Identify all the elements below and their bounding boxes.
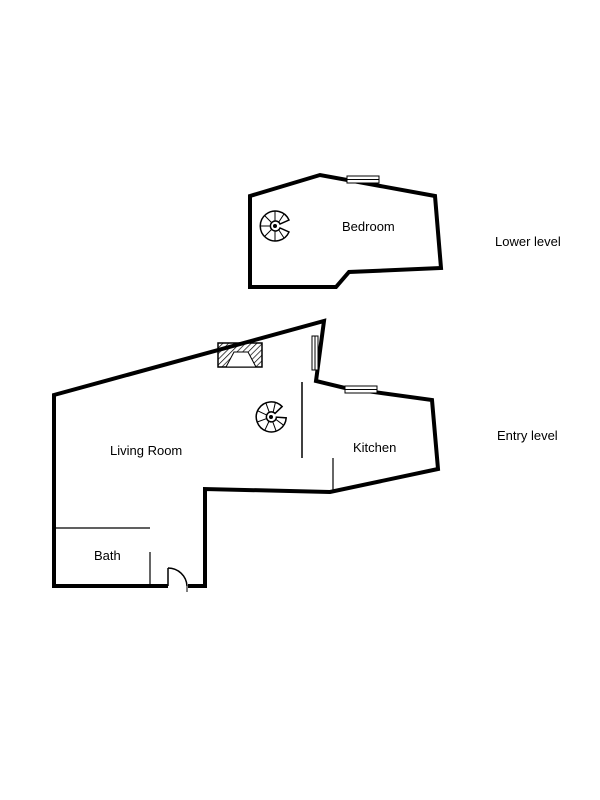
entry-door-icon	[167, 567, 188, 592]
entry-level-label: Entry level	[497, 428, 558, 443]
lower-level-label: Lower level	[495, 234, 561, 249]
living-room-label: Living Room	[110, 443, 182, 458]
entry-level-outer-wall	[52, 318, 441, 588]
kitchen-label: Kitchen	[353, 440, 396, 455]
living-window	[311, 335, 319, 371]
kitchen-window	[344, 385, 378, 394]
living-spiral-stair-icon	[255, 401, 288, 433]
bedroom-window	[346, 175, 380, 184]
bedroom-outline	[248, 172, 444, 289]
fireplace-icon	[217, 342, 263, 368]
bath-label: Bath	[94, 548, 121, 563]
bedroom-spiral-stair-icon	[259, 210, 290, 242]
lower-level-plan: Bedroom	[248, 172, 444, 289]
entry-level-plan: Living Room Kitchen Bath	[52, 318, 441, 592]
bedroom-label: Bedroom	[342, 219, 395, 234]
